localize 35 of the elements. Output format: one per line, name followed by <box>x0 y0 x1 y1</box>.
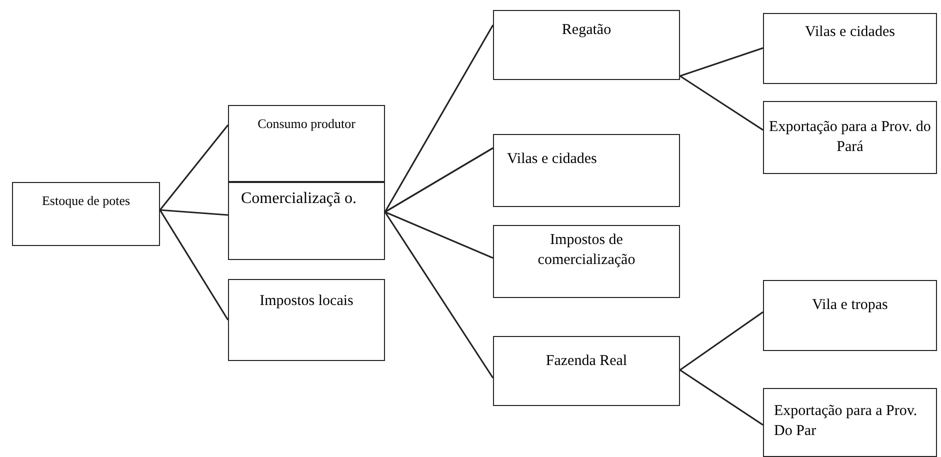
box-label: Impostos de comercialização <box>536 231 636 270</box>
box-label: Vilas e cidades <box>804 23 896 42</box>
connector-line <box>160 209 228 216</box>
text-box <box>763 388 937 457</box>
box-label: Regatão <box>560 21 612 40</box>
box-label: Exportação para a Prov. do Pará <box>768 118 932 156</box>
connector-line <box>384 24 494 212</box>
text-box <box>228 182 385 260</box>
text-box <box>12 182 160 246</box>
text-box <box>493 10 680 80</box>
box-label: Impostos locais <box>258 292 354 311</box>
text-box <box>493 134 680 207</box>
connector-line <box>384 212 494 378</box>
box-label: Vila e tropas <box>811 296 889 315</box>
text-box <box>228 105 385 182</box>
box-label: Estoque de potes <box>40 192 132 210</box>
connector-line <box>384 211 494 259</box>
connector-line <box>384 147 494 213</box>
text-box <box>493 225 680 298</box>
connector-line <box>680 369 764 426</box>
connector-line <box>159 210 229 320</box>
text-box <box>763 101 937 174</box>
text-box <box>493 336 680 406</box>
text-box <box>763 13 937 84</box>
box-label: Consumo produtor <box>256 115 356 133</box>
box-label: Fazenda Real <box>544 352 628 371</box>
box-label: Exportação para a Prov. Do Par <box>774 402 918 440</box>
box-label: Vilas e cidades <box>507 150 598 169</box>
connector-line <box>680 47 764 77</box>
connector-line <box>680 311 764 371</box>
text-box <box>228 279 385 361</box>
connector-line <box>680 75 764 131</box>
connector-line <box>159 124 229 210</box>
text-box <box>763 280 937 351</box>
box-label: Comercializaçã o. <box>241 189 358 209</box>
